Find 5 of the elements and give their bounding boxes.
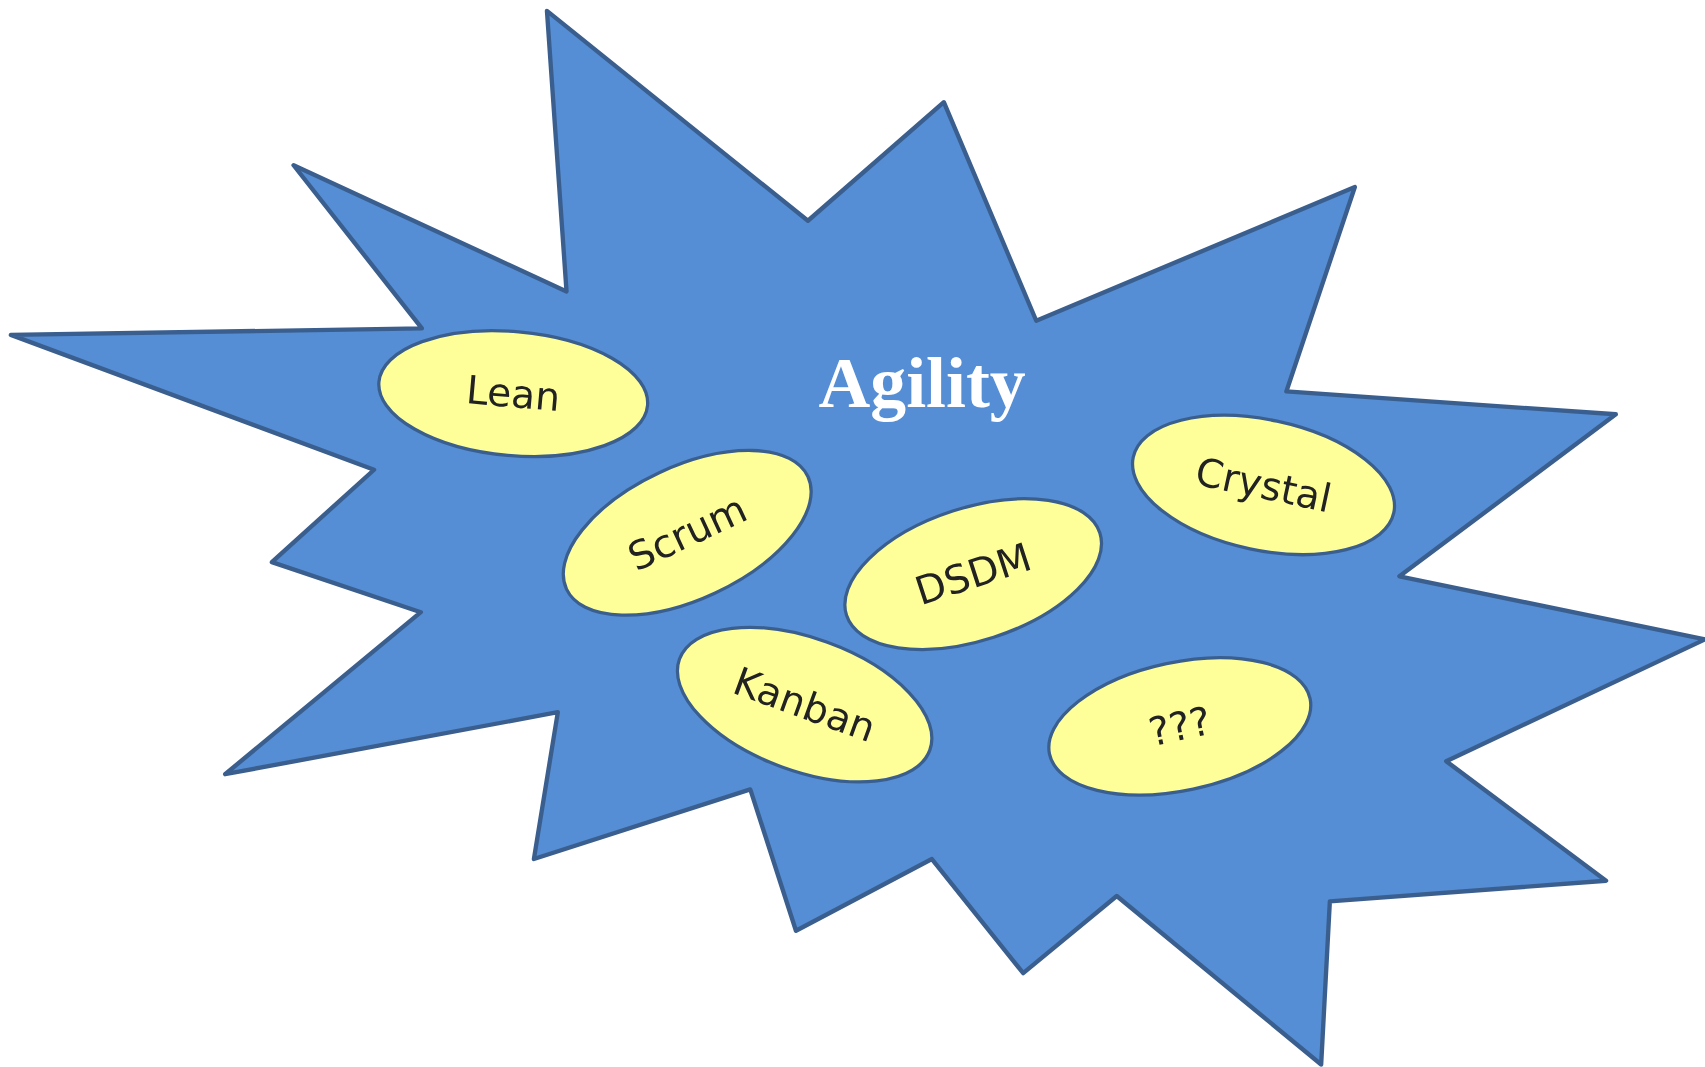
- title-text: Agility: [818, 341, 1026, 424]
- method-label: Crystal: [1191, 448, 1336, 522]
- method-label: DSDM: [909, 534, 1037, 614]
- method-label: Lean: [464, 367, 562, 420]
- method-label: ???: [1144, 698, 1215, 755]
